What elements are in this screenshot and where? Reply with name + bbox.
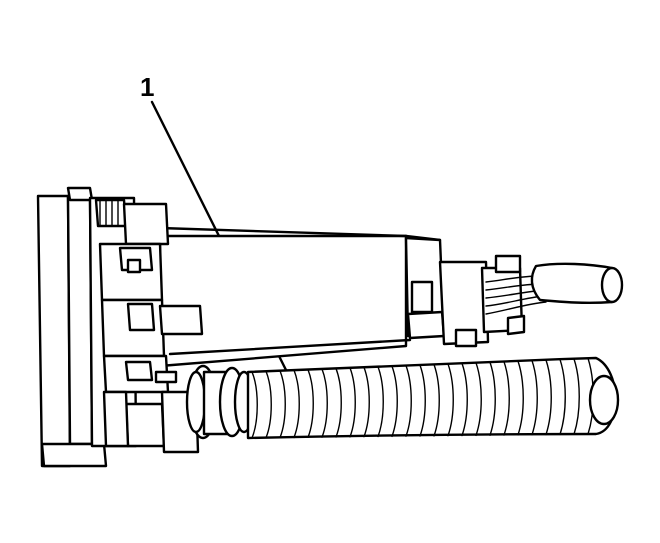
conduit-rib <box>279 370 286 439</box>
conduit-rib <box>251 371 258 439</box>
conduit-rib <box>517 360 524 436</box>
conduit-rib <box>447 363 454 437</box>
conduit-rib <box>531 359 538 436</box>
conduit-rib <box>293 369 300 439</box>
conduit-rib <box>559 358 566 436</box>
conduit-rib <box>419 364 426 437</box>
callout-label: 1 <box>140 72 154 102</box>
right-connector-block <box>404 236 526 348</box>
conduit-rib <box>405 364 412 437</box>
conduit-rib <box>391 365 398 438</box>
conduit-rib <box>433 363 440 437</box>
cable-jacket <box>530 262 624 305</box>
conduit-rib <box>321 368 328 438</box>
module-body <box>158 226 442 368</box>
conduit-rib <box>265 370 272 439</box>
corrugated-conduit <box>246 356 620 440</box>
conduit-rib <box>335 367 342 438</box>
conduit-rib <box>475 362 482 437</box>
conduit-ribs <box>251 357 594 439</box>
connector-housing <box>88 196 204 454</box>
conduit-rib <box>461 362 468 437</box>
conduit-rib <box>363 366 370 438</box>
harness-grommet <box>185 364 255 440</box>
conduit-rib <box>545 359 552 436</box>
conduit-rib <box>489 361 496 436</box>
conduit-rib <box>349 367 356 438</box>
conduit-rib <box>573 358 580 435</box>
conduit-rib <box>307 368 314 439</box>
conduit-rib <box>503 361 510 436</box>
conduit-rib <box>377 366 384 438</box>
